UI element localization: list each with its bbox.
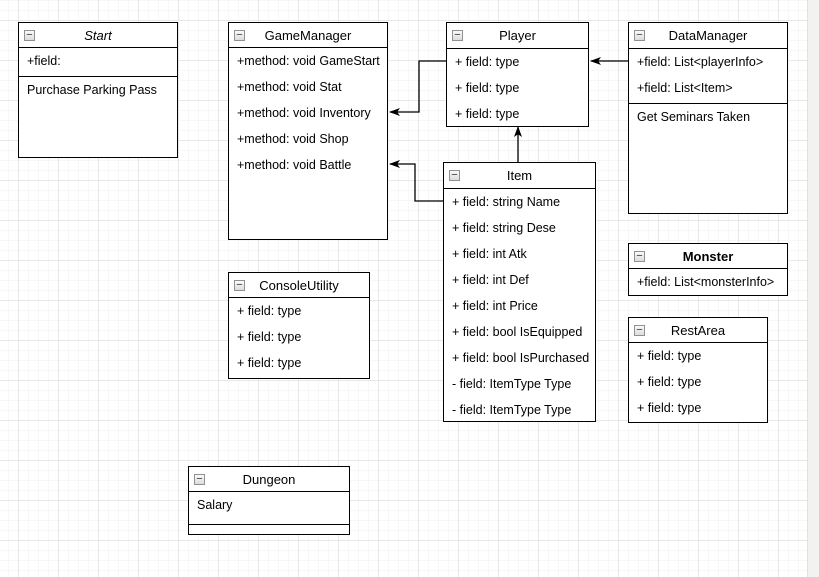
class-consoleutility[interactable]: −ConsoleUtility+ field: type+ field: typ… bbox=[228, 272, 370, 379]
class-section: + field: string Name + field: string Dese… bbox=[444, 189, 595, 421]
collapse-icon[interactable]: − bbox=[634, 250, 645, 262]
class-monster[interactable]: − Monster +field: List<monsterInfo> bbox=[628, 243, 788, 296]
member-row: Purchase Parking Pass bbox=[27, 83, 157, 97]
class-header[interactable]: − Dungeon bbox=[189, 467, 349, 492]
class-section: Purchase Parking Pass bbox=[19, 76, 177, 157]
class-header[interactable]: − Start bbox=[19, 23, 177, 48]
class-gamemanager[interactable]: −GameManager+method: void GameStart+meth… bbox=[228, 22, 388, 240]
member-row: + field: type bbox=[637, 349, 702, 363]
class-title: Item bbox=[506, 168, 533, 183]
member-row: Salary bbox=[197, 498, 233, 512]
class-title: DataManager bbox=[668, 28, 748, 43]
member-row: + field: bool IsEquipped bbox=[452, 325, 583, 339]
member-row: +field: bbox=[27, 54, 61, 68]
collapse-icon[interactable]: − bbox=[234, 279, 245, 291]
class-title: GameManager bbox=[264, 28, 352, 43]
class-header[interactable]: − RestArea bbox=[629, 318, 767, 343]
class-section bbox=[189, 524, 349, 534]
member-row: +method: void Battle bbox=[237, 158, 352, 172]
member-row: + field: int Price bbox=[452, 299, 538, 313]
class-title: Dungeon bbox=[242, 472, 296, 487]
class-section: + field: type + field: type + field: type bbox=[629, 343, 767, 422]
collapse-icon[interactable]: − bbox=[194, 473, 205, 485]
class-player[interactable]: −Player+ field: type+ field: type+ field… bbox=[446, 22, 589, 127]
class-title: RestArea bbox=[670, 323, 726, 338]
member-row: - field: ItemType Type bbox=[452, 403, 572, 417]
member-row: + field: type bbox=[455, 107, 520, 121]
class-section: + field: type + field: type + field: type bbox=[229, 298, 369, 378]
collapse-icon[interactable]: − bbox=[234, 29, 245, 41]
class-title: Player bbox=[499, 28, 536, 43]
class-section: + field: type + field: type + field: type bbox=[447, 49, 588, 126]
class-header[interactable]: − DataManager bbox=[629, 23, 787, 49]
member-row: + field: string Dese bbox=[452, 221, 556, 235]
class-section: Salary bbox=[189, 492, 349, 524]
class-header[interactable]: − Monster bbox=[629, 244, 787, 269]
class-section: +field: List<monsterInfo> bbox=[629, 269, 787, 295]
member-row: +field: List<playerInfo> bbox=[637, 55, 764, 69]
class-restarea[interactable]: −RestArea+ field: type+ field: type+ fie… bbox=[628, 317, 768, 423]
class-section: +method: void GameStart +method: void Sta… bbox=[229, 48, 387, 239]
class-section: +field: List<playerInfo> +field: List<Ite… bbox=[629, 49, 787, 103]
class-title: ConsoleUtility bbox=[259, 278, 339, 293]
collapse-icon[interactable]: − bbox=[634, 324, 645, 336]
class-header[interactable]: − Player bbox=[447, 23, 588, 49]
member-row: - field: ItemType Type bbox=[452, 377, 572, 391]
class-header[interactable]: − ConsoleUtility bbox=[229, 273, 369, 298]
class-section: Get Seminars Taken bbox=[629, 103, 787, 213]
member-row: + field: type bbox=[637, 375, 702, 389]
member-row: +field: List<Item> bbox=[637, 81, 733, 95]
class-header[interactable]: − GameManager bbox=[229, 23, 387, 48]
collapse-icon[interactable]: − bbox=[449, 170, 460, 181]
class-datamanager[interactable]: −DataManager+field: List<playerInfo>+fie… bbox=[628, 22, 788, 214]
collapse-icon[interactable]: − bbox=[452, 30, 463, 41]
class-start[interactable]: − Start +field: Purchase Parking Pass bbox=[18, 22, 178, 158]
member-row: + field: int Atk bbox=[452, 247, 527, 261]
member-row: + field: type bbox=[455, 81, 520, 95]
member-row: + field: type bbox=[455, 55, 520, 69]
member-row: + field: string Name bbox=[452, 195, 561, 209]
collapse-icon[interactable]: − bbox=[634, 30, 645, 41]
member-row: Get Seminars Taken bbox=[637, 110, 751, 124]
connector-player-to-gamemanager[interactable] bbox=[389, 60, 446, 116]
member-row: + field: int Def bbox=[452, 273, 529, 287]
class-header[interactable]: − Item bbox=[444, 163, 595, 189]
member-row: +method: void Inventory bbox=[237, 106, 371, 120]
member-row: + field: type bbox=[237, 304, 302, 318]
connector-item-to-gamemanager[interactable] bbox=[389, 160, 443, 202]
class-section: +field: bbox=[19, 48, 177, 76]
member-row: +method: void Stat bbox=[237, 80, 342, 94]
member-row: + field: type bbox=[237, 330, 302, 344]
class-title: Monster bbox=[682, 249, 734, 264]
member-row: + field: bool IsPurchased bbox=[452, 351, 590, 365]
member-row: +method: void Shop bbox=[237, 132, 349, 146]
vertical-scrollbar-track[interactable] bbox=[807, 0, 819, 577]
member-row: +method: void GameStart bbox=[237, 54, 380, 68]
class-title: Start bbox=[84, 28, 112, 43]
member-row: + field: type bbox=[237, 356, 302, 370]
collapse-icon[interactable]: − bbox=[24, 29, 35, 41]
member-row: +field: List<monsterInfo> bbox=[637, 275, 775, 289]
member-row: + field: type bbox=[637, 401, 702, 415]
class-item[interactable]: −Item+ field: string Name+ field: string… bbox=[443, 162, 596, 422]
